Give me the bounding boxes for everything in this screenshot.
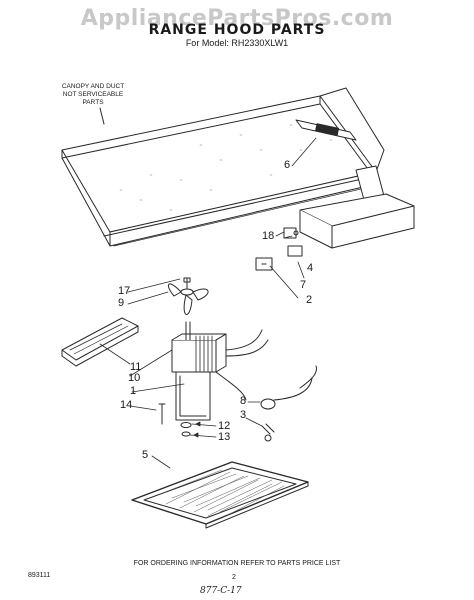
callout-1: 1 (130, 385, 137, 397)
grease-filter (131, 461, 309, 529)
callout-9: 9 (118, 297, 125, 309)
hood-canopy (61, 87, 385, 247)
switch-parts (255, 227, 303, 271)
callout-2: 2 (306, 294, 313, 306)
diagram-title: RANGE HOOD PARTS (148, 22, 326, 38)
callout-13: 13 (218, 431, 231, 443)
fasteners (158, 403, 192, 437)
callout-14: 14 (120, 399, 133, 411)
light-lens (61, 317, 139, 367)
power-cord (260, 365, 317, 442)
callout-7: 7 (300, 279, 307, 291)
callout-11: 11 (130, 361, 142, 373)
callout-3: 3 (240, 409, 247, 421)
callout-5: 5 (142, 449, 149, 461)
motor-assembly (171, 321, 269, 421)
fan-blade (167, 277, 209, 315)
callout-4: 4 (307, 262, 314, 274)
callout-8: 8 (240, 395, 247, 407)
ordering-note: FOR ORDERING INFORMATION REFER TO PARTS … (133, 560, 341, 567)
callout-17: 17 (118, 285, 131, 297)
page-number: 2 (232, 574, 236, 581)
control-panel-label (315, 123, 340, 136)
callout-10: 10 (128, 372, 141, 384)
duct-extension (299, 165, 415, 249)
callout-18: 18 (262, 230, 275, 242)
canopy-note-leader (99, 107, 105, 125)
watermark-text: AppliancePartsPros.com (80, 6, 394, 31)
model-subtitle: For Model: RH2330XLW1 (185, 38, 289, 48)
handwritten-code: 877-C-17 (200, 586, 242, 596)
canopy-note: CANOPY AND DUCT NOT SERVICEABLE PARTS (61, 83, 125, 106)
callout-leaders (99, 137, 317, 469)
callout-6: 6 (284, 159, 291, 171)
callout-12: 12 (218, 420, 231, 432)
doc-code: 893111 (28, 572, 51, 579)
